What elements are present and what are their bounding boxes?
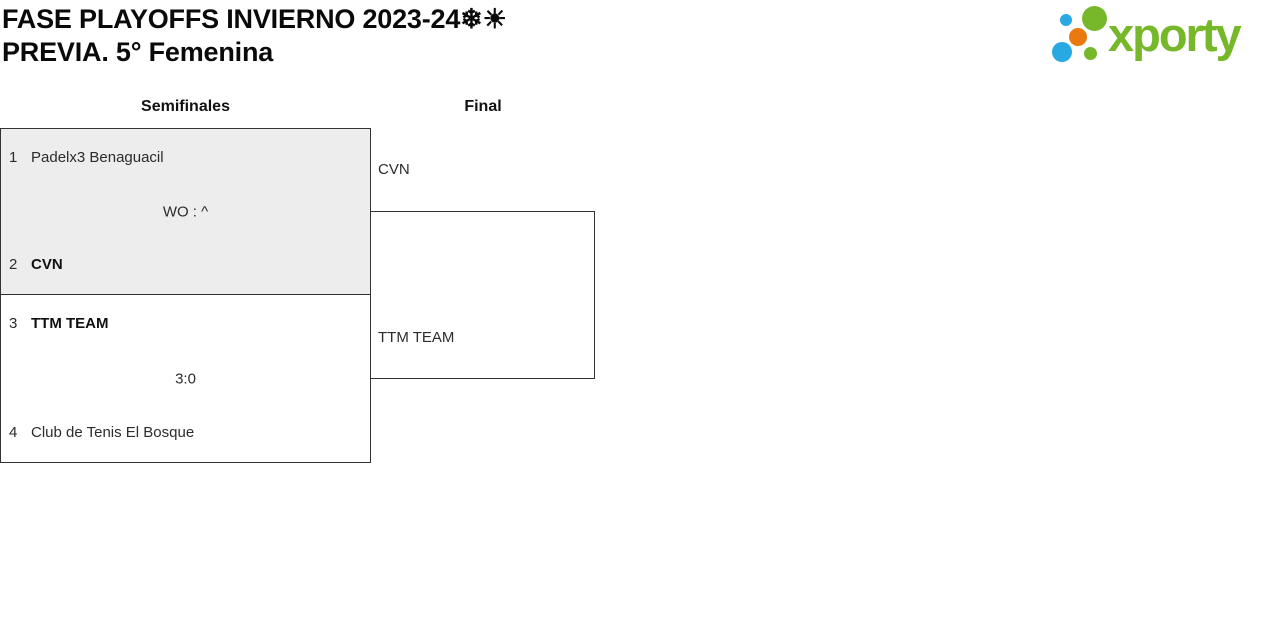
logo-dot-orange-icon	[1069, 28, 1087, 46]
round-header-semifinals: Semifinales	[141, 98, 230, 115]
semifinal-match-1: 1 Padelx3 Benaguacil WO : ^ 2 CVN	[0, 128, 371, 295]
sf2-team1-row[interactable]: 3 TTM TEAM	[9, 315, 362, 333]
xporty-wordmark: xporty	[1108, 8, 1242, 61]
sf1-team1-seed: 1	[9, 149, 18, 166]
sf2-team2-seed: 4	[9, 424, 18, 441]
sf1-team2-row[interactable]: 2 CVN	[9, 256, 362, 274]
logo-dot-green-small-icon	[1084, 47, 1097, 60]
page-title-line1: FASE PLAYOFFS INVIERNO 2023-24❄☀	[2, 4, 507, 34]
logo-dot-green-large-icon	[1082, 6, 1107, 31]
page-title: FASE PLAYOFFS INVIERNO 2023-24❄☀ PREVIA.…	[2, 3, 507, 69]
page-title-line2: PREVIA. 5° Femenina	[2, 37, 274, 67]
xporty-logo[interactable]: xporty	[1046, 0, 1278, 72]
sf1-team2-seed: 2	[9, 256, 18, 273]
logo-dot-blue-medium-icon	[1052, 42, 1072, 62]
sf2-team2-row[interactable]: 4 Club de Tenis El Bosque	[9, 424, 362, 442]
final-bottom-team[interactable]: TTM TEAM	[378, 329, 455, 346]
sf1-team2-name[interactable]: CVN	[31, 256, 63, 273]
semifinal-match-2: 3 TTM TEAM 3:0 4 Club de Tenis El Bosque	[0, 294, 371, 463]
round-header-final: Final	[464, 98, 502, 115]
sf2-result: 3:0	[175, 370, 196, 387]
sf2-team1-seed: 3	[9, 315, 18, 332]
sf1-team1-name[interactable]: Padelx3 Benaguacil	[31, 149, 164, 166]
sf2-team1-name[interactable]: TTM TEAM	[31, 315, 109, 332]
final-top-team[interactable]: CVN	[378, 161, 410, 178]
sf1-result: WO : ^	[162, 203, 209, 220]
sf2-team2-name[interactable]: Club de Tenis El Bosque	[31, 424, 195, 441]
sf1-team1-row[interactable]: 1 Padelx3 Benaguacil	[9, 149, 362, 167]
logo-dot-blue-small-icon	[1060, 14, 1072, 26]
final-match-box	[370, 211, 595, 379]
